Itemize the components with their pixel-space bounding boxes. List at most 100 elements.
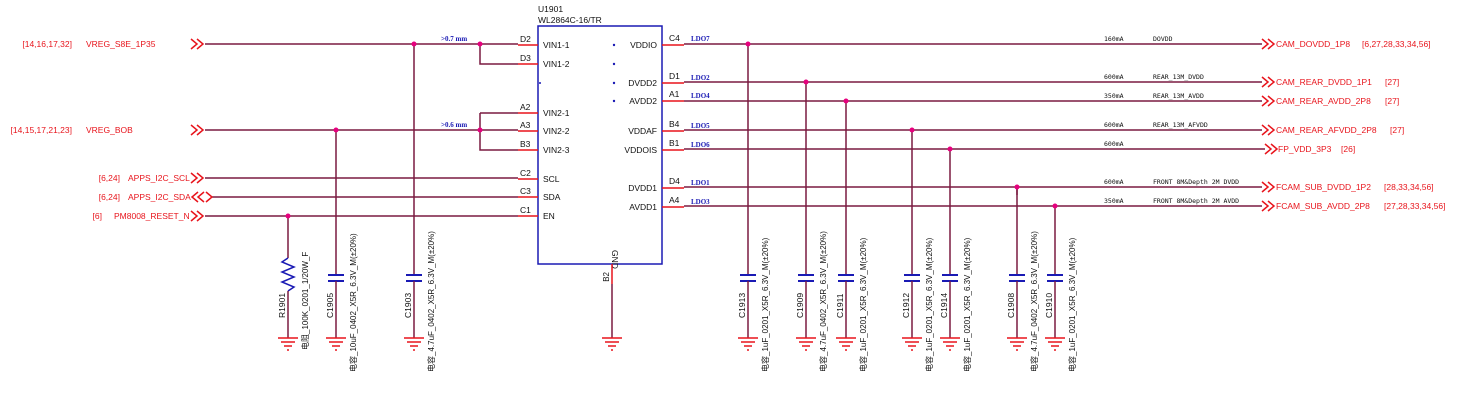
pin-name: VDDAF xyxy=(628,126,657,136)
output-net: CAM_REAR_AVDD_2P8 xyxy=(1276,96,1371,106)
component-value: 电容_1uF_0201_X5R_6.3V_M(±20%) xyxy=(962,237,972,372)
output-net: CAM_DOVDD_1P8 xyxy=(1276,39,1350,49)
input-net: VREG_S8E_1P35 xyxy=(86,39,156,49)
right-pins: VDDIO DVDD2 AVDD2 VDDAF VDDOIS DVDD1 AVD… xyxy=(624,33,710,212)
input-net: APPS_I2C_SCL xyxy=(128,173,190,183)
ldo-label: LDO5 xyxy=(691,122,710,130)
pin-name: VDDIO xyxy=(630,40,657,50)
output-desc: REAR_13M_AFVDD xyxy=(1153,121,1208,129)
input-junctions xyxy=(285,41,483,219)
output-desc: FRONT 8M&Depth 2M DVDD xyxy=(1153,178,1239,186)
component-value: 电阻_100K_0201_1/20W_F xyxy=(300,252,310,350)
component-value: 电容_4.7uF_0402_X5R_6.3V_M(±20%) xyxy=(426,231,436,372)
ic-gnd-label: GND xyxy=(610,250,620,269)
ldo-label: LDO6 xyxy=(691,141,710,149)
output-current: 600mA xyxy=(1104,140,1124,148)
output-current: 350mA xyxy=(1104,197,1124,205)
input-net: PM8008_RESET_N xyxy=(114,211,190,221)
input-refs: [14,15,17,21,23] xyxy=(11,125,72,135)
pin-ball: B1 xyxy=(669,138,680,148)
pin-ball: A3 xyxy=(520,120,531,130)
capacitor-c1903: C1903 电容_4.7uF_0402_X5R_6.3V_M(±20%) xyxy=(403,231,436,372)
ic-part: WL2864C-16/TR xyxy=(538,15,602,25)
pin-ball: C2 xyxy=(520,168,531,178)
output-net: CAM_REAR_DVDD_1P1 xyxy=(1276,77,1372,87)
pin-ball: D1 xyxy=(669,71,680,81)
output-refs: [28,33,34,56] xyxy=(1384,182,1434,192)
left-pins: D2 D3 A2 A3 B3 C2 C3 C1 VIN1-1 VIN1-2 VI… xyxy=(518,34,570,221)
resistor-r1901: R1901 电阻_100K_0201_1/20W_F xyxy=(277,252,310,351)
pin-ball: A2 xyxy=(520,102,531,112)
pin-name: VIN2-1 xyxy=(543,108,570,118)
component-value: 电容_1uF_0201_X5R_6.3V_M(±20%) xyxy=(1067,237,1077,372)
input-net: VREG_BOB xyxy=(86,125,133,135)
ldo-label: LDO7 xyxy=(691,35,710,43)
output-nets xyxy=(684,43,1265,275)
ic-gnd-pin: B2 xyxy=(602,264,622,351)
component-ref: C1903 xyxy=(403,293,413,318)
pin-ball: C3 xyxy=(520,186,531,196)
pin-name: DVDD2 xyxy=(628,78,657,88)
output-current: 600mA xyxy=(1104,121,1124,129)
pin-name: DVDD1 xyxy=(628,183,657,193)
output-junctions xyxy=(745,41,1058,209)
output-desc: REAR_13M_DVDD xyxy=(1153,73,1204,81)
component-value: 电容_4.7uF_0402_X5R_6.3V_M(±20%) xyxy=(1029,231,1039,372)
output-current: 160mA xyxy=(1104,35,1124,43)
output-desc: REAR_13M_AVDD xyxy=(1153,92,1204,100)
component-value: 电容_10uF_0402_X5R_6.3V_M(±20%) xyxy=(348,233,358,372)
component-ref: C1910 xyxy=(1044,293,1054,318)
pin-name: VIN1-2 xyxy=(543,59,570,69)
input-nets xyxy=(205,43,518,275)
input-refs: [6] xyxy=(93,211,102,221)
component-ref: C1914 xyxy=(939,293,949,318)
output-refs: [26] xyxy=(1341,144,1355,154)
pin-name: VIN2-2 xyxy=(543,126,570,136)
pin-name: AVDD2 xyxy=(629,96,657,106)
ground-icon xyxy=(602,337,622,351)
ic-body xyxy=(537,25,663,265)
resistor-icon xyxy=(280,257,296,292)
output-desc: DOVDD xyxy=(1153,35,1173,43)
pin-name: VDDOIS xyxy=(624,145,657,155)
input-refs: [14,16,17,32] xyxy=(22,39,72,49)
ldo-label: LDO1 xyxy=(691,179,710,187)
gnd-pin-ball: B2 xyxy=(602,271,611,281)
ldo-label: LDO2 xyxy=(691,74,710,82)
pin-name: EN xyxy=(543,211,555,221)
ldo-label: LDO4 xyxy=(691,92,710,100)
pin-name: SDA xyxy=(543,192,561,202)
component-ref: C1911 xyxy=(835,293,845,318)
output-refs: [27,28,33,34,56] xyxy=(1384,201,1445,211)
input-refs: [6,24] xyxy=(99,173,120,183)
pin-ball: D4 xyxy=(669,176,680,186)
component-ref: R1901 xyxy=(277,293,287,318)
output-refs: [27] xyxy=(1385,96,1399,106)
right-connector-icons xyxy=(1261,38,1279,212)
capacitor-c1910: C1910 电容_1uF_0201_X5R_6.3V_M(±20%) xyxy=(1044,237,1077,372)
output-net: FP_VDD_3P3 xyxy=(1278,144,1332,154)
pin-name: SCL xyxy=(543,174,560,184)
component-ref: C1912 xyxy=(901,293,911,318)
input-current: >0.6 mm xyxy=(441,121,467,129)
ldo-label: LDO3 xyxy=(691,198,710,206)
pin-name: VIN2-3 xyxy=(543,145,570,155)
input-net: APPS_I2C_SDA xyxy=(128,192,191,202)
capacitor-c1914: C1914 电容_1uF_0201_X5R_6.3V_M(±20%) xyxy=(939,237,972,372)
output-refs: [27] xyxy=(1385,77,1399,87)
input-refs: [6,24] xyxy=(99,192,120,202)
output-current: 600mA xyxy=(1104,73,1124,81)
pin-ball: C1 xyxy=(520,205,531,215)
ic-ref: U1901 xyxy=(538,4,563,14)
pin-ball: D2 xyxy=(520,34,531,44)
output-refs: [27] xyxy=(1390,125,1404,135)
component-value: 电容_1uF_0201_X5R_6.3V_M(±20%) xyxy=(760,237,770,372)
ground-icon xyxy=(278,337,298,351)
output-current: 600mA xyxy=(1104,178,1124,186)
